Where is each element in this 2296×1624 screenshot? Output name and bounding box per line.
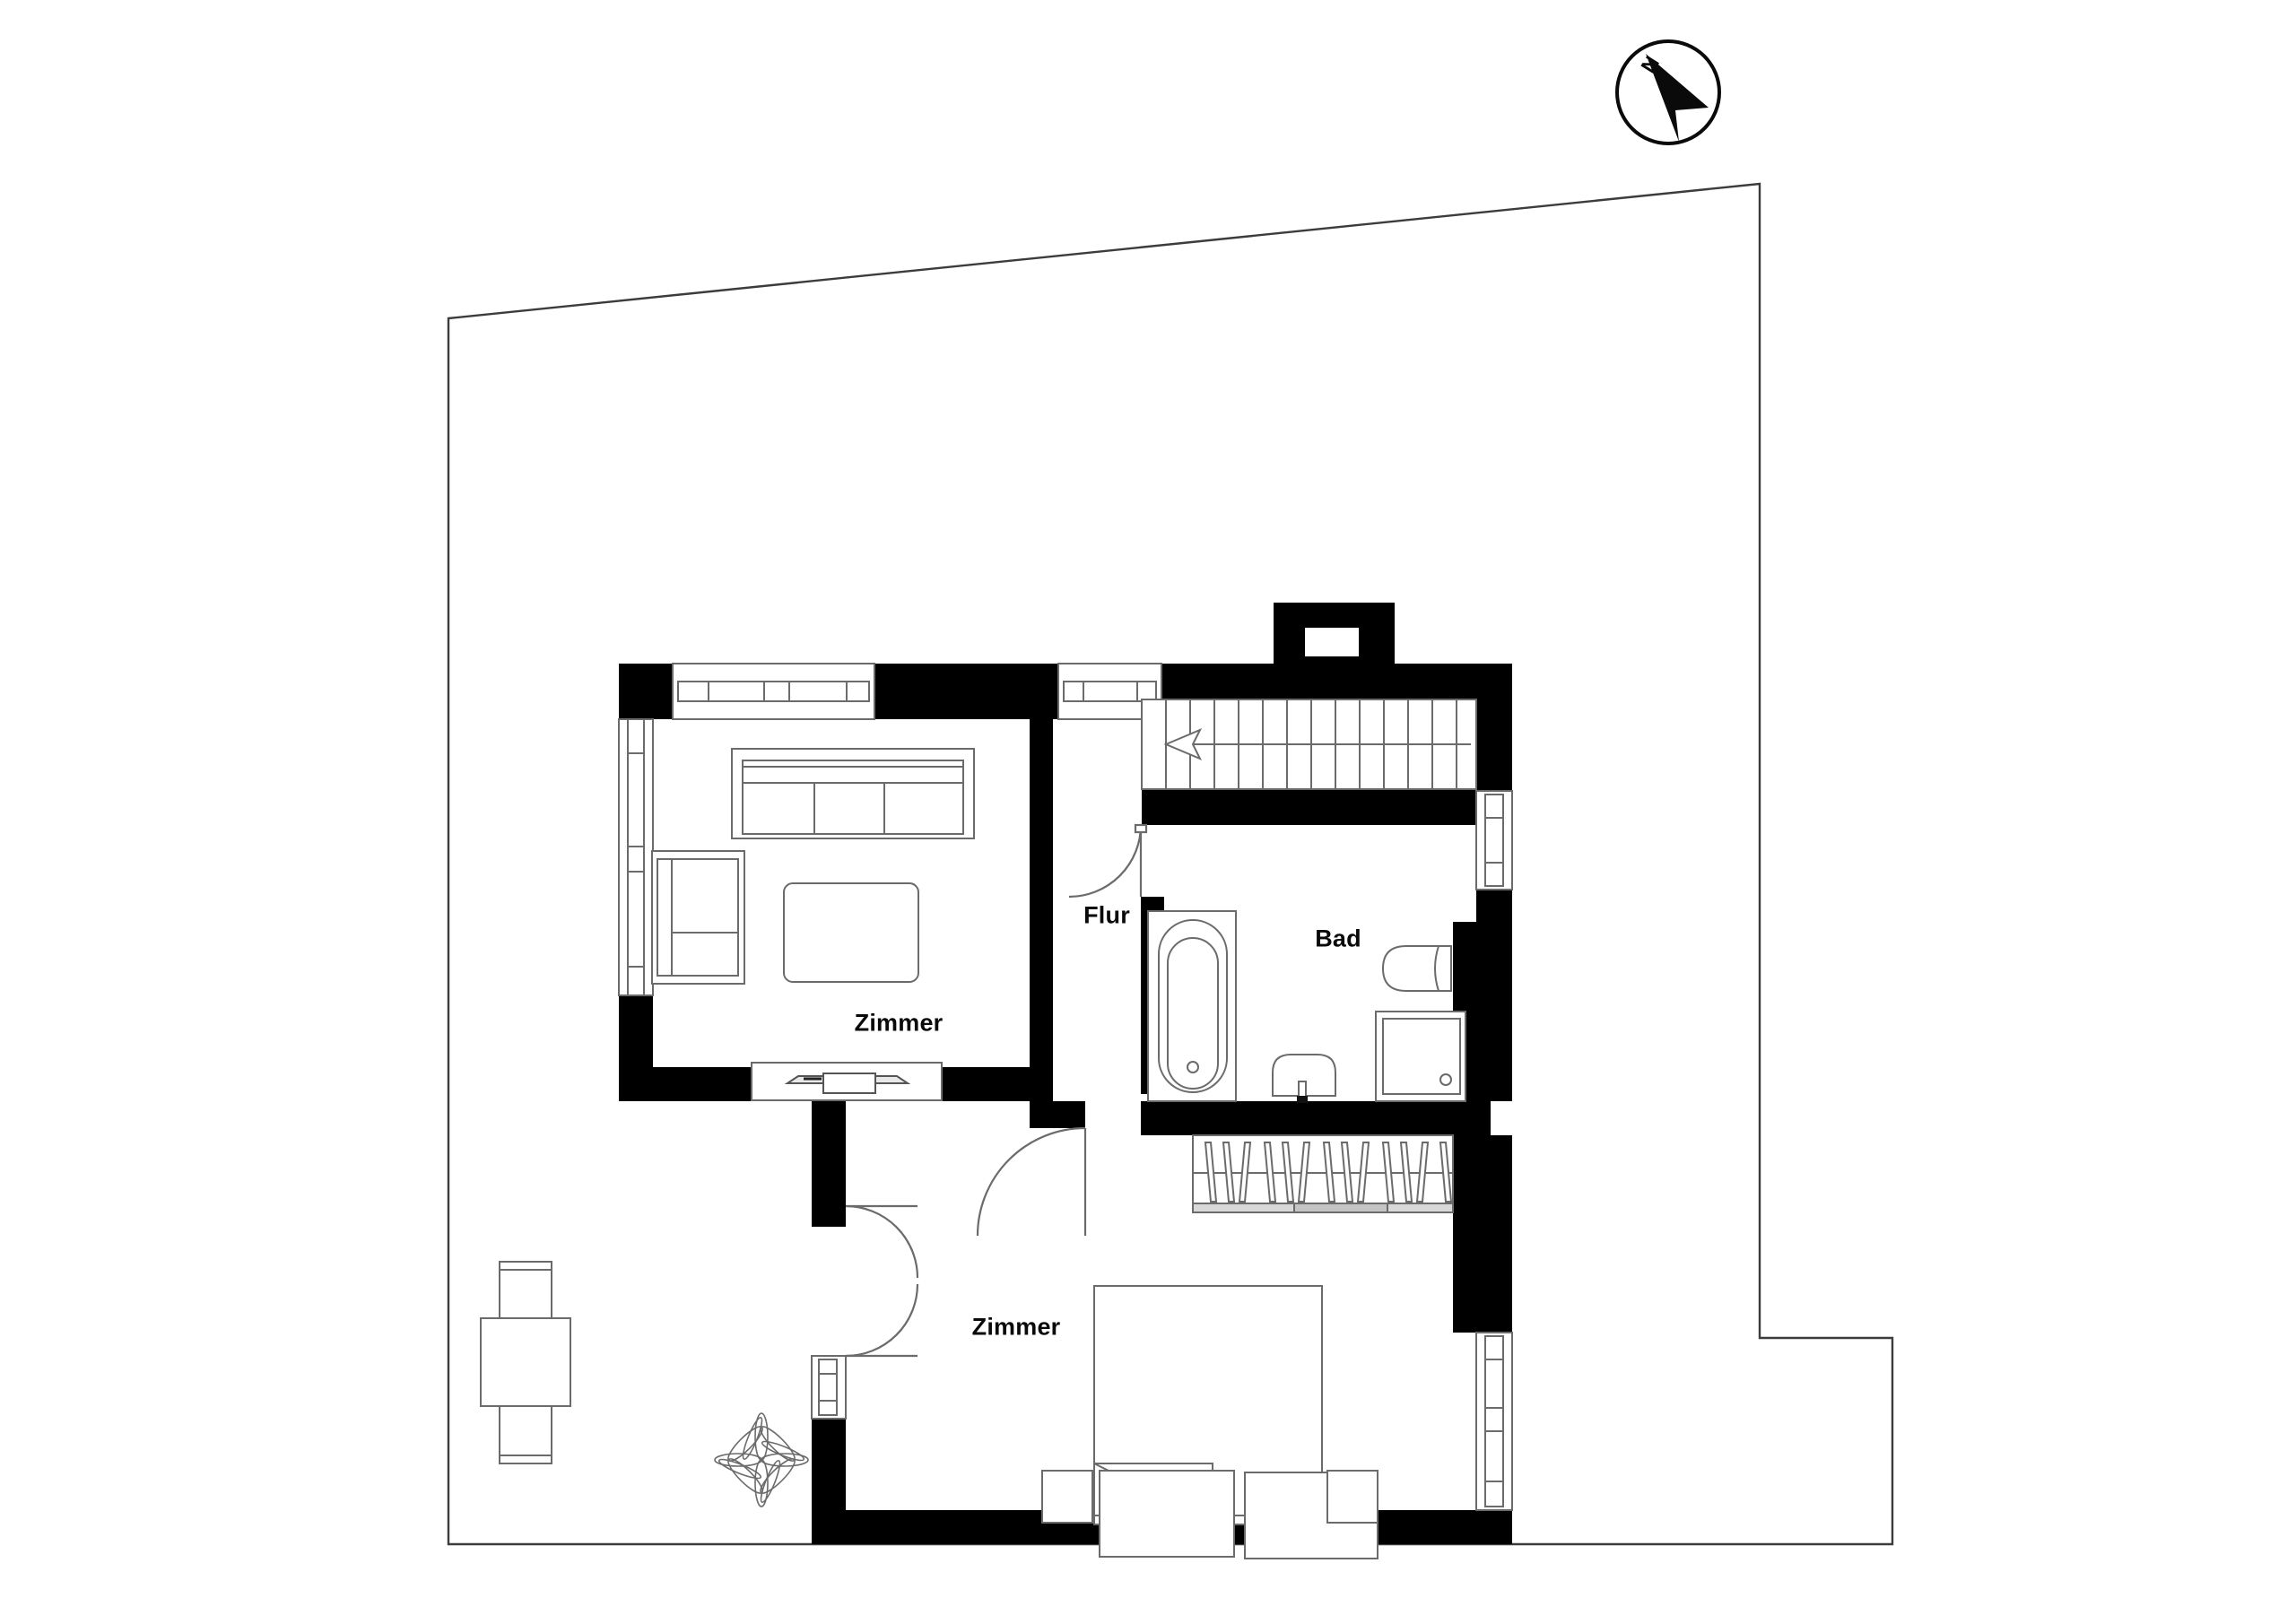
wall-stub-vertical [812, 1101, 846, 1200]
door-flur-to-zimmer-bedroom [976, 1126, 1087, 1237]
armchair [651, 850, 745, 985]
garden-table [480, 1317, 571, 1407]
shower-tray [1375, 1011, 1466, 1102]
bench-left [1099, 1470, 1235, 1558]
bathtub [1147, 910, 1237, 1102]
shrub [714, 1412, 809, 1507]
window-top-right [1057, 663, 1162, 720]
wall-bedroom-west-lower [812, 1419, 846, 1510]
nightstand-right [1326, 1470, 1378, 1524]
wall-west-top [619, 664, 653, 719]
window-top-left [672, 663, 875, 720]
tv-sideboard [751, 1062, 943, 1101]
door-flur-to-bad [1068, 823, 1148, 899]
door-zimmer-bedroom-west [845, 1204, 919, 1358]
nightstand-left [1041, 1470, 1093, 1524]
wall-stair-east [1476, 664, 1512, 791]
sofa-3-seat [731, 748, 975, 839]
garden-chair-bottom [499, 1405, 552, 1464]
window-east-bath [1475, 790, 1513, 890]
furniture-exterior [480, 1261, 809, 1507]
wardrobe-with-hangers [1192, 1134, 1454, 1213]
wall-bad-south [1141, 1101, 1491, 1135]
north-arrow [1615, 39, 1721, 145]
tv-screen [784, 1073, 911, 1094]
furniture-zimmer-bedroom [1041, 1285, 1378, 1559]
furniture-zimmer-living [651, 748, 975, 1101]
chimney-void [1305, 628, 1359, 656]
wall-hall-south-stub [1030, 1101, 1085, 1128]
wall-east-notch [1476, 890, 1512, 925]
washbasin [1272, 1054, 1336, 1103]
property-boundary [447, 182, 1894, 1546]
windows [618, 663, 1513, 1511]
wall-north-mid [874, 664, 1058, 719]
wall-stair-south [1142, 789, 1512, 825]
furniture-bad [1147, 910, 1466, 1103]
wall-stair-north [1142, 664, 1512, 699]
wall-bedroom-west-upper [812, 1200, 846, 1227]
stair-direction-arrow [1163, 728, 1471, 760]
staircase [1141, 699, 1477, 790]
coffee-table [783, 882, 919, 983]
wall-living-hall [1030, 699, 1053, 1094]
doors [845, 823, 1148, 1358]
window-east-bedroom [1475, 1332, 1513, 1511]
window-south-bedroom [811, 1355, 847, 1420]
garden-chair-top [499, 1261, 552, 1320]
window-west-living [618, 718, 654, 996]
hanger-marks [1204, 1142, 1453, 1203]
toilet [1381, 945, 1452, 992]
wall-east-lower-notch [1476, 1291, 1512, 1336]
